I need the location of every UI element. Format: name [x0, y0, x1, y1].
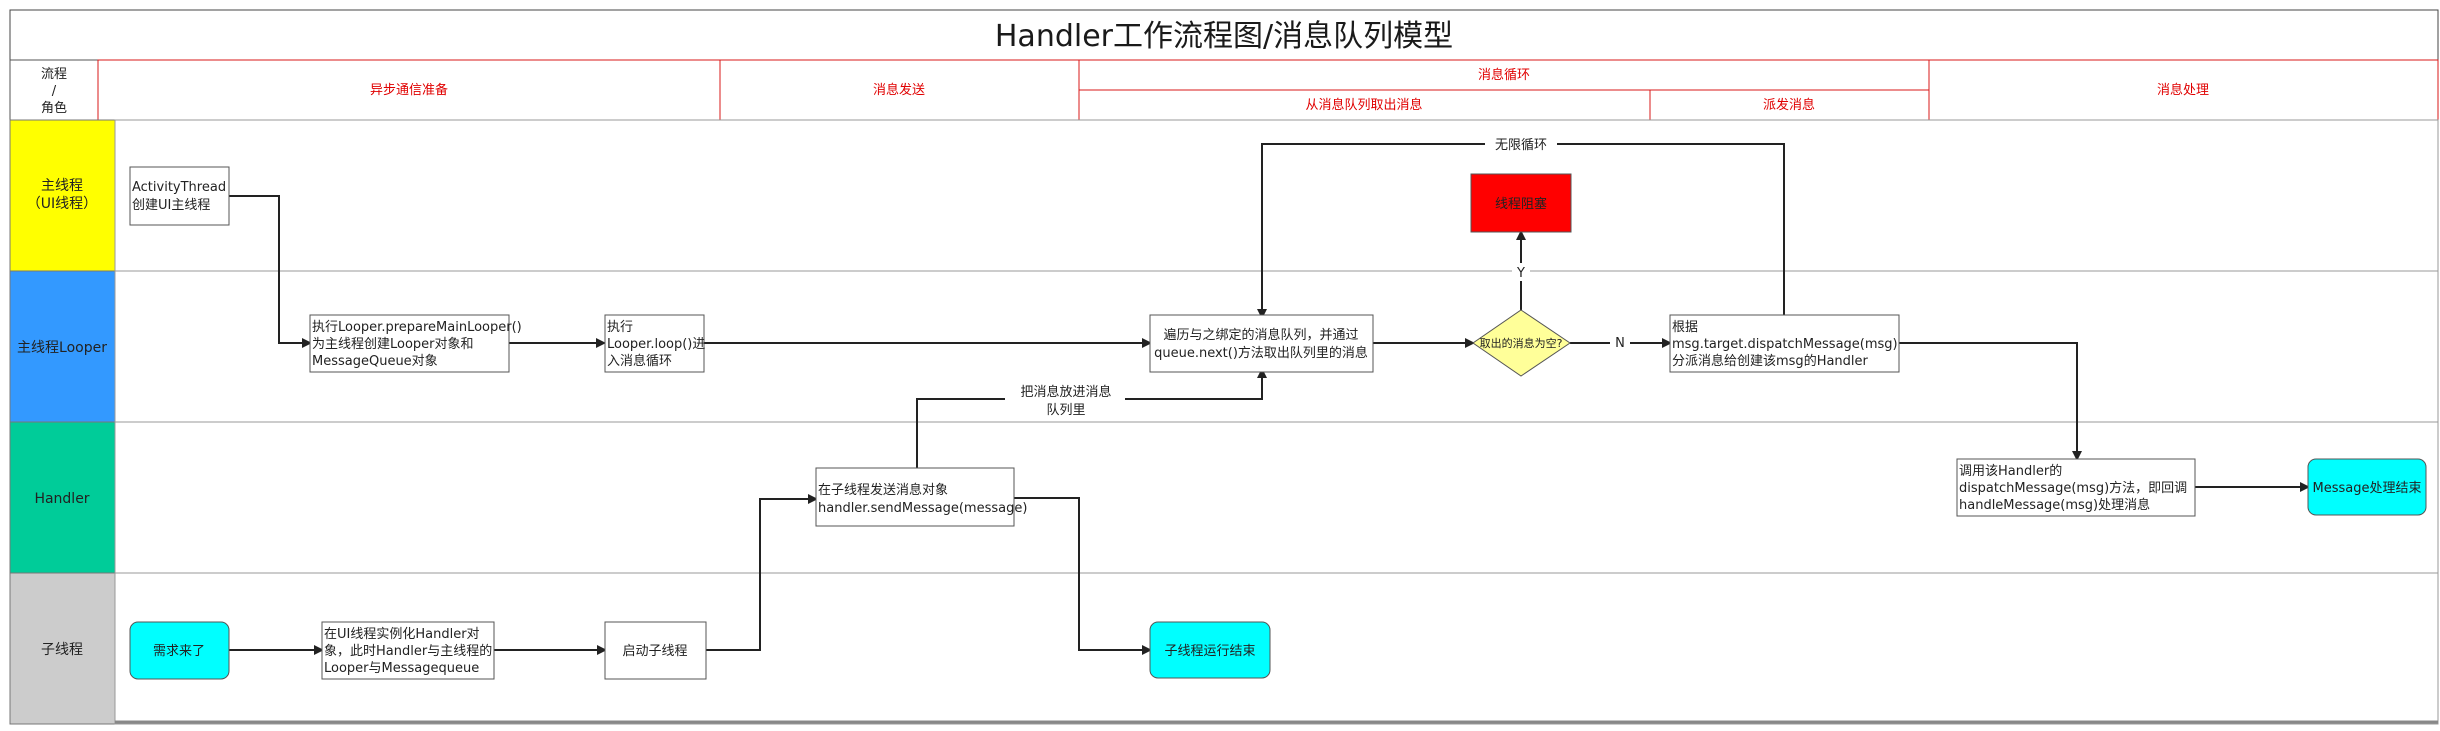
infinite-loop-label: 无限循环	[1495, 138, 1547, 153]
corner-line1: 流程	[41, 67, 67, 82]
no-label: N	[1615, 336, 1625, 351]
node-dispatch-message-box[interactable]	[1669, 314, 1900, 373]
lane-looper-label-bg	[9, 270, 116, 423]
corner-line3: 角色	[41, 100, 67, 116]
lane-looper-title: 主线程Looper	[17, 340, 107, 356]
node-instantiate-handler-line3: Looper与Messagequeue	[324, 661, 479, 676]
node-send-message[interactable]: 在子线程发送消息对象 handler.sendMessage(message)	[815, 467, 1027, 527]
node-call-dispatch[interactable]: 调用该Handler的 dispatchMessage(msg)方法，即回调 h…	[1956, 458, 2196, 517]
node-empty-check-diamond[interactable]	[1472, 309, 1571, 377]
phase-header: 流程 / 角色 异步通信准备 消息发送 消息循环 从消息队列取出消息 派发消息 …	[9, 59, 2439, 121]
node-instantiate-handler-line1: 在UI线程实例化Handler对	[324, 627, 480, 642]
node-demand[interactable]: 需求来了	[129, 621, 230, 680]
infinite-loop-label-bg	[1485, 134, 1557, 154]
edge-start-to-send	[706, 494, 818, 651]
node-traverse-queue-box[interactable]	[1149, 314, 1374, 373]
node-send-message-box[interactable]	[815, 467, 1015, 527]
node-prepare-looper-line1: 执行Looper.prepareMainLooper()	[312, 320, 522, 335]
enqueue-label-line2: 队列里	[1046, 403, 1085, 418]
phase-handle: 消息处理	[2157, 82, 2209, 98]
diagram-title: Handler工作流程图/消息队列模型	[995, 19, 1453, 54]
no-label-bg	[1610, 333, 1630, 353]
node-activity-thread-line2: 创建UI主线程	[132, 198, 210, 213]
node-instantiate-handler-box[interactable]	[321, 621, 495, 680]
edge-send-to-child-end	[1014, 497, 1152, 655]
lane-child-label-bg	[9, 572, 116, 725]
lane-ui	[114, 119, 2439, 272]
node-looper-loop-line2: Looper.loop()进	[607, 337, 705, 352]
lane-ui-subtitle: （UI线程）	[27, 196, 97, 212]
phase-send: 消息发送	[873, 82, 925, 98]
node-thread-block-box[interactable]	[1470, 173, 1572, 233]
node-activity-thread[interactable]: ActivityThread 创建UI主线程	[129, 166, 230, 226]
node-send-message-line2: handler.sendMessage(message)	[818, 501, 1027, 516]
node-instantiate-handler-line2: 象，此时Handler与主线程的	[324, 643, 492, 659]
node-activity-thread-box[interactable]	[129, 166, 230, 226]
lane-ui-label-bg	[9, 119, 116, 272]
node-instantiate-handler[interactable]: 在UI线程实例化Handler对 象，此时Handler与主线程的 Looper…	[321, 621, 495, 680]
nodes: ActivityThread 创建UI主线程 执行Looper.prepareM…	[129, 166, 2427, 680]
node-traverse-queue-line1: 遍历与之绑定的消息队列，并通过	[1163, 327, 1358, 343]
node-dispatch-message[interactable]: 根据 msg.target.dispatchMessage(msg) 分派消息给…	[1669, 314, 1900, 373]
node-looper-loop-line3: 入消息循环	[607, 353, 672, 369]
corner-cell	[9, 59, 99, 121]
node-call-dispatch-line1: 调用该Handler的	[1959, 463, 2062, 479]
node-dispatch-message-line2: msg.target.dispatchMessage(msg)	[1672, 337, 1898, 352]
corner-line2: /	[52, 84, 57, 99]
lane-ui-title: 主线程	[41, 178, 83, 194]
enqueue-label-line1: 把消息放进消息	[1020, 384, 1111, 400]
lane-handler-title: Handler	[34, 491, 89, 507]
node-start-child-label: 启动子线程	[622, 644, 687, 659]
node-send-message-line1: 在子线程发送消息对象	[818, 482, 948, 498]
node-child-end[interactable]: 子线程运行结束	[1149, 621, 1271, 679]
node-message-end-box[interactable]	[2307, 458, 2427, 516]
node-prepare-looper-line2: 为主线程创建Looper对象和	[312, 337, 474, 352]
edge-activity-to-prepare	[229, 195, 312, 348]
phase-async-prep: 异步通信准备	[370, 82, 448, 98]
node-looper-loop-line1: 执行	[607, 320, 633, 335]
node-empty-check[interactable]: 取出的消息为空?	[1472, 309, 1571, 377]
node-traverse-queue[interactable]: 遍历与之绑定的消息队列，并通过 queue.next()方法取出队列里的消息	[1149, 314, 1374, 373]
node-demand-box[interactable]	[129, 621, 230, 680]
node-thread-block[interactable]: 线程阻塞	[1470, 173, 1572, 233]
node-start-child[interactable]: 启动子线程	[604, 621, 707, 680]
node-message-end-label: Message处理结束	[2313, 481, 2422, 496]
node-looper-loop-box[interactable]	[604, 314, 705, 373]
lane-child	[114, 572, 2439, 725]
edge-labels: 无限循环 Y N 把消息放进消息 队列里	[1005, 134, 1630, 418]
lane-child-title: 子线程	[41, 642, 83, 658]
edge-dispatch-to-call	[1899, 342, 2082, 461]
node-call-dispatch-box[interactable]	[1956, 458, 2196, 517]
node-activity-thread-line1: ActivityThread	[132, 180, 226, 195]
node-prepare-looper-line3: MessageQueue对象	[312, 354, 438, 369]
phase-take: 从消息队列取出消息	[1305, 97, 1422, 113]
phase-loop: 消息循环	[1478, 67, 1530, 83]
lane-handler-label-bg	[9, 421, 116, 574]
node-empty-check-label: 取出的消息为空?	[1480, 336, 1563, 350]
node-start-child-box[interactable]	[604, 621, 707, 680]
node-message-end[interactable]: Message处理结束	[2307, 458, 2427, 516]
node-dispatch-message-line3: 分派消息给创建该msg的Handler	[1672, 353, 1869, 369]
node-demand-label: 需求来了	[153, 644, 205, 659]
node-child-end-label: 子线程运行结束	[1164, 644, 1255, 659]
node-prepare-looper-box[interactable]	[309, 314, 510, 373]
node-call-dispatch-line2: dispatchMessage(msg)方法，即回调	[1959, 480, 2187, 496]
node-child-end-box[interactable]	[1149, 621, 1271, 679]
enqueue-label-bg	[1005, 382, 1125, 418]
phase-dispatch: 派发消息	[1763, 97, 1815, 113]
node-looper-loop[interactable]: 执行 Looper.loop()进 入消息循环	[604, 314, 705, 373]
node-thread-block-label: 线程阻塞	[1495, 196, 1547, 212]
node-prepare-looper[interactable]: 执行Looper.prepareMainLooper() 为主线程创建Loope…	[309, 314, 522, 373]
yes-label-bg	[1512, 263, 1530, 281]
node-dispatch-message-line1: 根据	[1672, 320, 1698, 335]
node-call-dispatch-line3: handleMessage(msg)处理消息	[1959, 497, 2150, 513]
node-traverse-queue-line2: queue.next()方法取出队列里的消息	[1154, 345, 1368, 361]
yes-label: Y	[1516, 266, 1525, 281]
